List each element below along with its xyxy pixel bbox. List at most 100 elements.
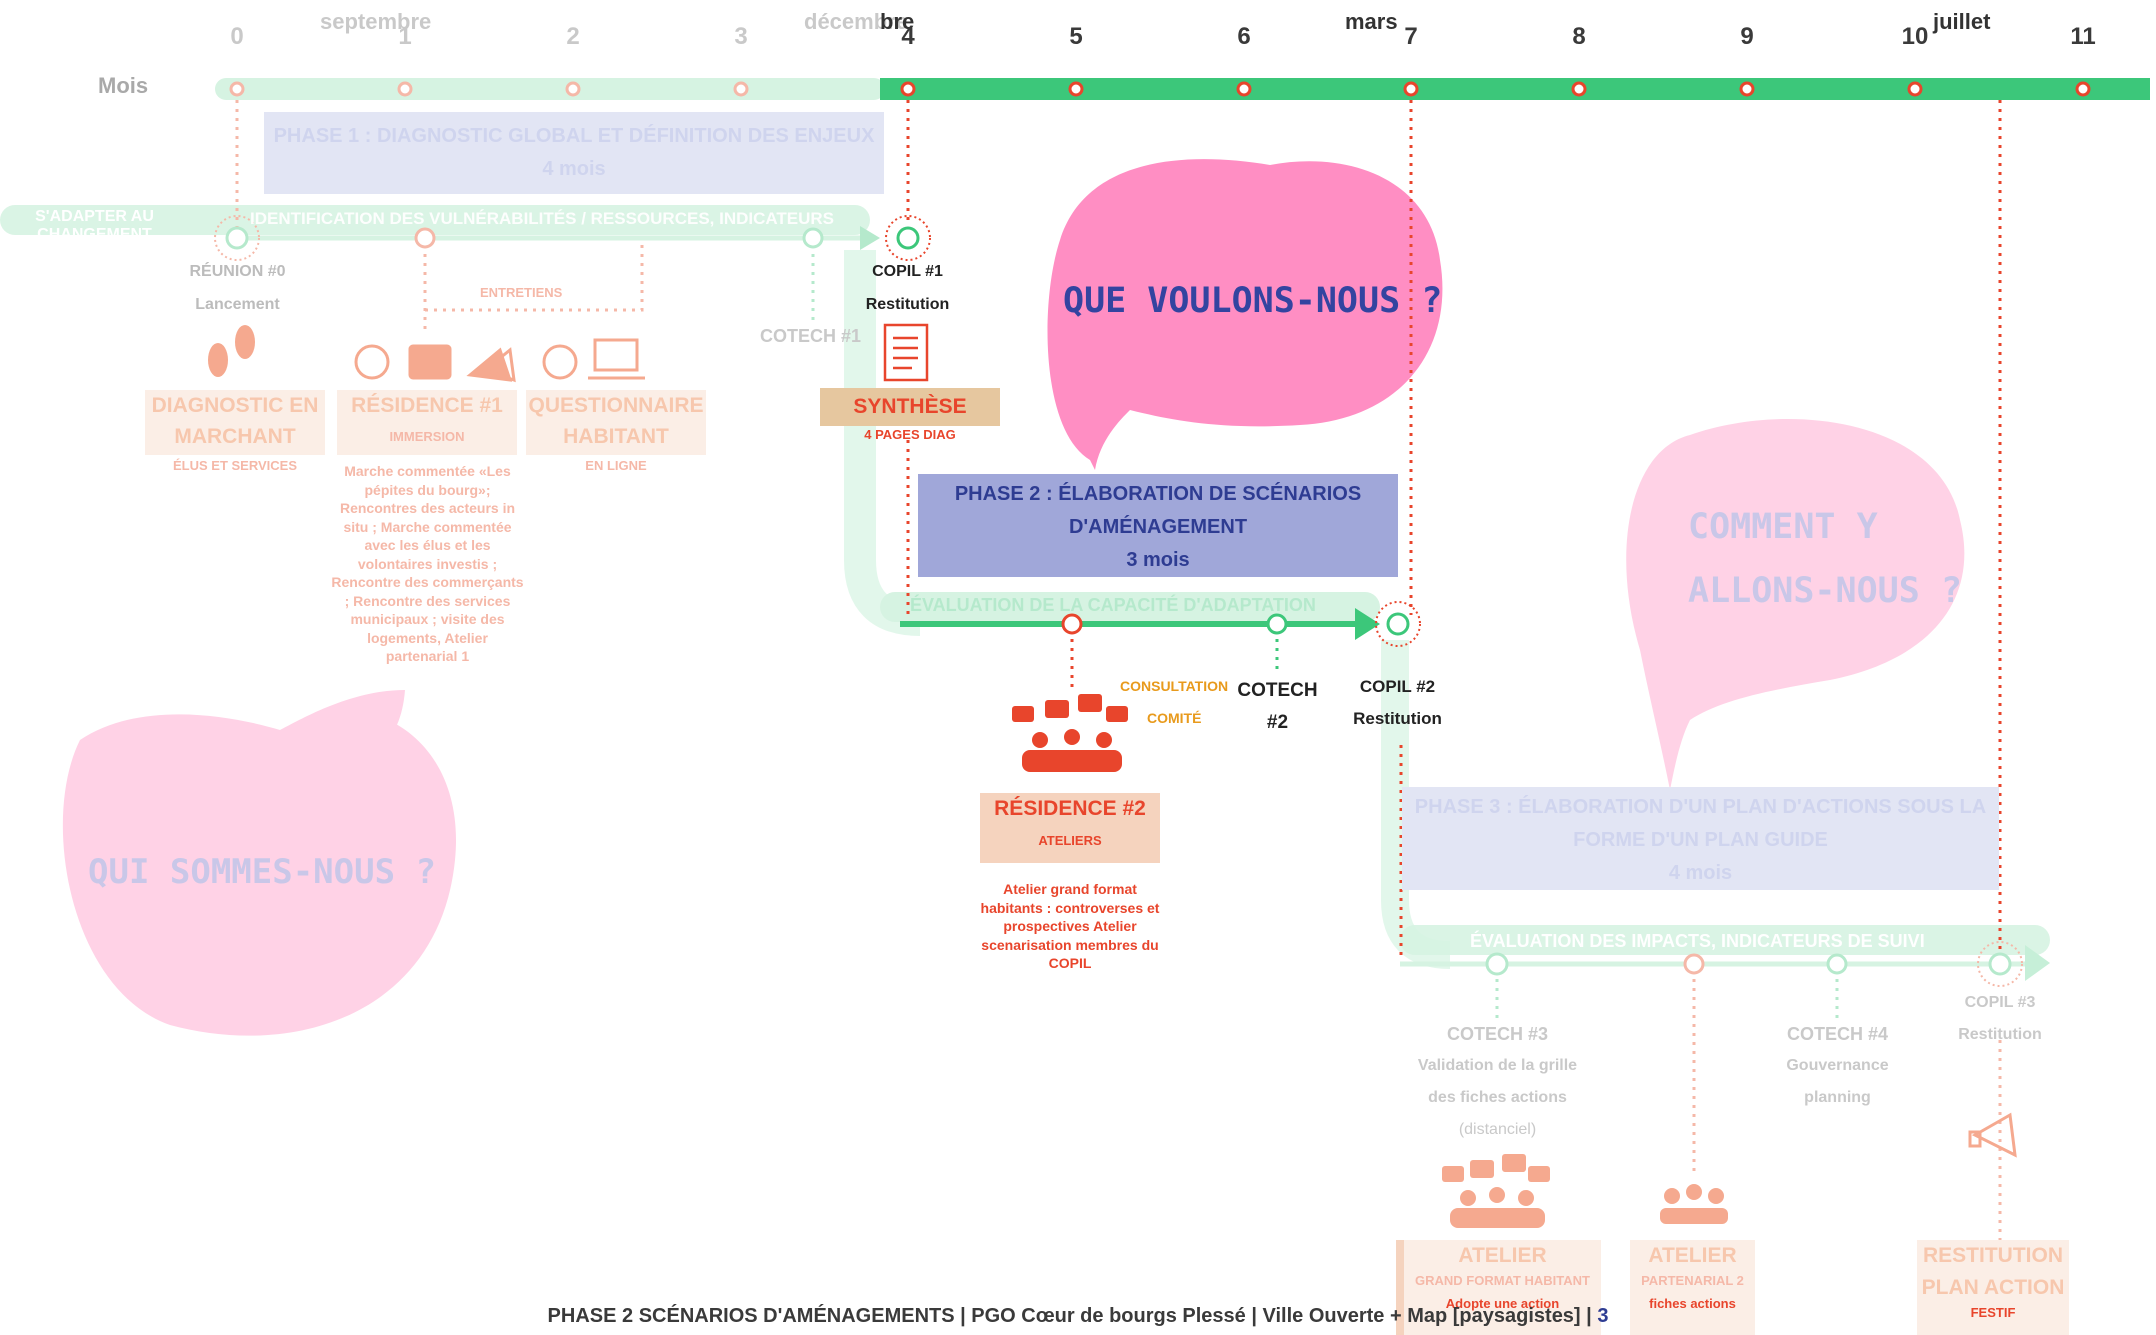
phase1-box: PHASE 1 : DIAGNOSTIC GLOBAL ET DÉFINITIO…: [264, 112, 884, 194]
month-bre: bre: [880, 9, 915, 34]
phase1-track-glow: [0, 205, 870, 235]
milestone-atelier2: [1683, 953, 1705, 975]
meeting-people-icon: [1012, 694, 1128, 772]
phase2-box: PHASE 2 : ÉLABORATION DE SCÉNARIOS D'AMÉ…: [918, 474, 1398, 577]
copil3-sub: Restitution: [1958, 1026, 2042, 1043]
phase2-duration: 3 mois: [1126, 549, 1190, 571]
phase1-arrow: [860, 226, 880, 250]
phase1-duration: 4 mois: [542, 158, 606, 180]
month-tick-1: [397, 81, 413, 97]
month-number-0: 0: [230, 23, 244, 50]
milestone-copil1: [885, 215, 931, 261]
month-tick-4: [900, 81, 916, 97]
card-synthese-sub: 4 PAGES DIAG: [864, 427, 956, 442]
card-questionnaire: QUESTIONNAIRE HABITANT: [526, 390, 706, 455]
megaphone-icon: [1968, 1112, 2017, 1158]
card-atelier-partenarial-sub: PARTENARIAL 2: [1641, 1273, 1744, 1288]
card-restitution-sub: FESTIF: [1970, 1305, 2016, 1320]
month-tick-7: [1403, 81, 1419, 97]
footprints-icon: [208, 325, 255, 377]
phase1-title: PHASE 1 : DIAGNOSTIC GLOBAL ET DÉFINITIO…: [273, 125, 875, 147]
milestone-reunion0: [214, 215, 260, 261]
copil1-sub: Restitution: [865, 296, 950, 313]
month-tick-5: [1068, 81, 1084, 97]
month-number-5: 5: [1069, 23, 1083, 50]
card-atelier-partenarial-note: fiches actions: [1649, 1296, 1736, 1311]
axis-label: Mois: [98, 73, 149, 98]
copil2-sub: Restitution: [1353, 709, 1442, 728]
cotech2-label: COTECH #2: [1237, 680, 1318, 733]
card-diagnostic: DIAGNOSTIC EN MARCHANT: [145, 390, 325, 455]
month-tick-0: [229, 81, 245, 97]
month-number-3: 3: [734, 23, 748, 50]
month-number-11: 11: [2070, 23, 2096, 50]
residence1-notes: Marche commentée «Les pépites du bourg»;…: [331, 463, 524, 664]
month-number-1: 1: [398, 23, 412, 50]
cotech4-name: COTECH #4: [1786, 1024, 1889, 1044]
milestone-cotech3: [1485, 952, 1509, 976]
month-tick-6: [1236, 81, 1252, 97]
card-atelier-partenarial-title: ATELIER: [1648, 1244, 1737, 1267]
bubble-qui-shape: [62, 690, 457, 1036]
phase2-track-label: ÉVALUATION DE LA CAPACITÉ D'ADAPTATION: [910, 595, 1316, 615]
speech-people-icon: [354, 344, 513, 382]
gears-people-icon: [1660, 1184, 1728, 1224]
phase3-title: PHASE 3 : ÉLABORATION D'UN PLAN D'ACTION…: [1414, 796, 1987, 851]
bubble-que-text: QUE VOULONS-NOUS ?: [1063, 281, 1443, 321]
card-questionnaire-sub: EN LIGNE: [585, 458, 647, 473]
reunion0-sub: Lancement: [195, 296, 280, 313]
month-tick-11: [2075, 81, 2091, 97]
bubble-comment-shape: [1626, 419, 1965, 790]
month-mars: mars: [1345, 9, 1398, 34]
phase3-track-glow: [1400, 925, 2050, 955]
card-atelier-habitant: ATELIER GRAND FORMAT HABITANT Adopte une…: [1396, 1240, 1601, 1335]
cotech4-sub1: Gouvernance: [1786, 1057, 1889, 1074]
entretiens-label: ENTRETIENS: [480, 285, 563, 300]
cotech3-sub3: (distanciel): [1458, 1121, 1537, 1138]
phase2-track-glow: [880, 592, 1380, 622]
month-decembre: décembre: [804, 9, 908, 34]
residence2-notes: Atelier grand format habitants : controv…: [980, 881, 1160, 971]
phase3-box: PHASE 3 : ÉLABORATION D'UN PLAN D'ACTION…: [1402, 787, 1999, 890]
card-residence1-title: RÉSIDENCE #1: [351, 394, 503, 417]
month-juillet: juillet: [1933, 9, 1991, 34]
phase1-track-label: IDENTIFICATION DES VULNÉRABILITÉS / RESS…: [250, 209, 835, 228]
milestone-cotech2: [1266, 613, 1288, 635]
milestone-copil2: [1375, 601, 1421, 647]
month-number-2: 2: [566, 23, 580, 50]
card-residence2-sub: ATELIERS: [1038, 833, 1102, 848]
copil2-name: COPIL #2: [1359, 677, 1436, 696]
copil1-name: COPIL #1: [872, 263, 943, 280]
month-number-9: 9: [1740, 23, 1754, 50]
card-diagnostic-title: DIAGNOSTIC EN MARCHANT: [151, 394, 319, 448]
month-number-6: 6: [1237, 23, 1251, 50]
phase3-track-label: ÉVALUATION DES IMPACTS, INDICATEURS DE S…: [1470, 931, 1925, 951]
month-number-7: 7: [1404, 23, 1418, 50]
card-synthese: SYNTHÈSE: [820, 388, 1000, 426]
cotech4-sub2: planning: [1804, 1089, 1871, 1106]
page-number: 3: [1597, 1305, 1609, 1327]
card-diagnostic-sub: ÉLUS ET SERVICES: [172, 458, 297, 473]
phase2-title: PHASE 2 : ÉLABORATION DE SCÉNARIOS D'AMÉ…: [954, 483, 1362, 538]
milestone-cotech4: [1826, 953, 1848, 975]
milestone-res2: [1061, 613, 1083, 635]
month-tick-10: [1907, 81, 1923, 97]
phase3-duration: 4 mois: [1668, 862, 1733, 884]
card-restitution: RESTITUTION PLAN ACTION FESTIF: [1917, 1240, 2069, 1335]
card-restitution-title: RESTITUTION PLAN ACTION: [1921, 1244, 2065, 1299]
card-residence1: RÉSIDENCE #1 IMMERSION: [337, 390, 517, 455]
cotech3-sub2: des fiches actions: [1428, 1089, 1567, 1106]
document-icon: [883, 323, 929, 382]
reunion0-name: RÉUNION #0: [189, 263, 286, 280]
card-residence2: RÉSIDENCE #2 ATELIERS: [980, 793, 1160, 863]
card-questionnaire-title: QUESTIONNAIRE HABITANT: [528, 394, 704, 448]
card-atelier-partenarial: ATELIER PARTENARIAL 2 fiches actions: [1630, 1240, 1755, 1335]
month-tick-2: [565, 81, 581, 97]
bubble-que-shape: [1047, 159, 1443, 470]
card-residence1-sub: IMMERSION: [389, 429, 465, 444]
month-tick-8: [1571, 81, 1587, 97]
card-atelier-habitant-sub: GRAND FORMAT HABITANT: [1415, 1273, 1590, 1288]
month-number-4: 4: [901, 23, 915, 50]
phase2-arrow: [1355, 608, 1380, 640]
